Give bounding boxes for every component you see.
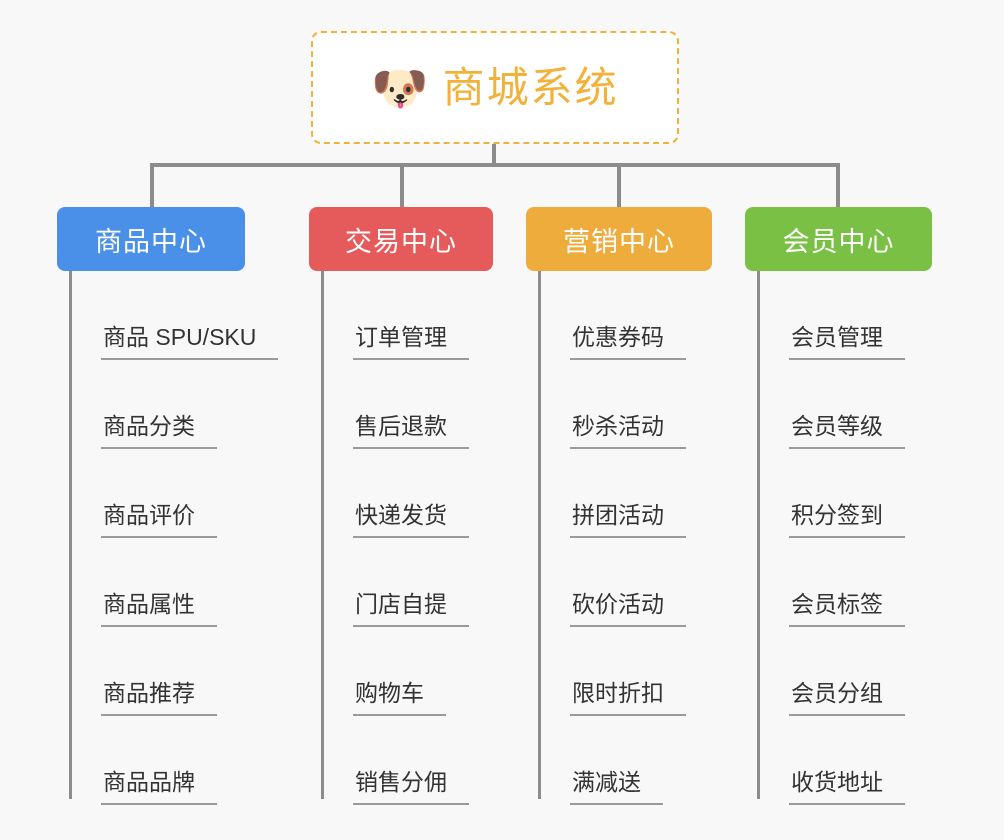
leaf-label: 销售分佣 (353, 769, 469, 805)
leaf-label: 拼团活动 (570, 502, 686, 538)
leaf-label: 收货地址 (789, 769, 905, 805)
list-item[interactable]: 门店自提 (321, 538, 493, 627)
list-item[interactable]: 商品 SPU/SKU (69, 271, 279, 360)
leaf-label: 会员标签 (789, 591, 905, 627)
connector-drop-1 (150, 163, 154, 208)
connector-horizontal-bus (150, 163, 840, 167)
list-item[interactable]: 积分签到 (757, 449, 932, 538)
leaf-label: 秒杀活动 (570, 413, 686, 449)
list-item[interactable]: 收货地址 (757, 716, 932, 805)
leaf-label: 门店自提 (353, 591, 469, 627)
list-item[interactable]: 售后退款 (321, 360, 493, 449)
connector-root-stem (492, 144, 496, 166)
list-item[interactable]: 会员管理 (757, 271, 932, 360)
connector-drop-4 (836, 163, 840, 208)
leaf-label: 会员管理 (789, 324, 905, 360)
list-item[interactable]: 拼团活动 (538, 449, 712, 538)
leaf-list-trade-center: 订单管理 售后退款 快递发货 门店自提 购物车 销售分佣 (309, 271, 493, 805)
leaf-list-marketing-center: 优惠券码 秒杀活动 拼团活动 砍价活动 限时折扣 满减送 (526, 271, 712, 805)
leaf-label: 商品推荐 (101, 680, 217, 716)
connector-drop-3 (617, 163, 621, 208)
leaf-spine (538, 271, 541, 799)
column-trade-center: 交易中心 订单管理 售后退款 快递发货 门店自提 购物车 销售分佣 (309, 207, 493, 805)
list-item[interactable]: 会员等级 (757, 360, 932, 449)
list-item[interactable]: 砍价活动 (538, 538, 712, 627)
leaf-label: 订单管理 (353, 324, 469, 360)
category-header-trade-center[interactable]: 交易中心 (309, 207, 493, 271)
leaf-spine (69, 271, 72, 799)
dog-face-icon: 🐶 (371, 60, 429, 115)
list-item[interactable]: 快递发货 (321, 449, 493, 538)
leaf-label: 商品属性 (101, 591, 217, 627)
leaf-label: 优惠券码 (570, 324, 686, 360)
list-item[interactable]: 会员标签 (757, 538, 932, 627)
list-item[interactable]: 限时折扣 (538, 627, 712, 716)
leaf-spine (321, 271, 324, 799)
leaf-label: 购物车 (353, 680, 446, 716)
leaf-label: 商品品牌 (101, 769, 217, 805)
leaf-label: 限时折扣 (570, 680, 686, 716)
list-item[interactable]: 满减送 (538, 716, 712, 805)
leaf-list-member-center: 会员管理 会员等级 积分签到 会员标签 会员分组 收货地址 (745, 271, 932, 805)
leaf-label: 满减送 (570, 769, 663, 805)
category-header-member-center[interactable]: 会员中心 (745, 207, 932, 271)
list-item[interactable]: 商品属性 (69, 538, 245, 627)
column-member-center: 会员中心 会员管理 会员等级 积分签到 会员标签 会员分组 收货地址 (745, 207, 932, 805)
list-item[interactable]: 优惠券码 (538, 271, 712, 360)
list-item[interactable]: 商品分类 (69, 360, 245, 449)
column-marketing-center: 营销中心 优惠券码 秒杀活动 拼团活动 砍价活动 限时折扣 满减送 (526, 207, 712, 805)
leaf-label: 会员分组 (789, 680, 905, 716)
list-item[interactable]: 订单管理 (321, 271, 493, 360)
category-label: 商品中心 (95, 226, 207, 257)
leaf-list-product-center: 商品 SPU/SKU 商品分类 商品评价 商品属性 商品推荐 商品品牌 (57, 271, 279, 805)
list-item[interactable]: 会员分组 (757, 627, 932, 716)
column-product-center: 商品中心 商品 SPU/SKU 商品分类 商品评价 商品属性 商品推荐 商品品牌 (57, 207, 279, 805)
connector-drop-2 (400, 163, 404, 208)
root-node-shop-system[interactable]: 🐶 商城系统 (311, 31, 679, 144)
list-item[interactable]: 商品推荐 (69, 627, 245, 716)
root-title: 商城系统 (442, 63, 619, 111)
category-label: 营销中心 (563, 226, 675, 257)
category-label: 会员中心 (782, 226, 895, 257)
leaf-label: 会员等级 (789, 413, 905, 449)
leaf-label: 商品 SPU/SKU (101, 324, 279, 360)
list-item[interactable]: 商品品牌 (69, 716, 245, 805)
leaf-label: 售后退款 (353, 413, 469, 449)
leaf-label: 积分签到 (789, 502, 905, 538)
category-label: 交易中心 (345, 226, 457, 257)
list-item[interactable]: 销售分佣 (321, 716, 493, 805)
leaf-label: 商品评价 (101, 502, 217, 538)
list-item[interactable]: 秒杀活动 (538, 360, 712, 449)
leaf-label: 快递发货 (353, 502, 469, 538)
list-item[interactable]: 商品评价 (69, 449, 245, 538)
category-header-marketing-center[interactable]: 营销中心 (526, 207, 712, 271)
leaf-label: 砍价活动 (570, 591, 686, 627)
list-item[interactable]: 购物车 (321, 627, 493, 716)
leaf-spine (757, 271, 760, 799)
leaf-label: 商品分类 (101, 413, 217, 449)
category-header-product-center[interactable]: 商品中心 (57, 207, 245, 271)
